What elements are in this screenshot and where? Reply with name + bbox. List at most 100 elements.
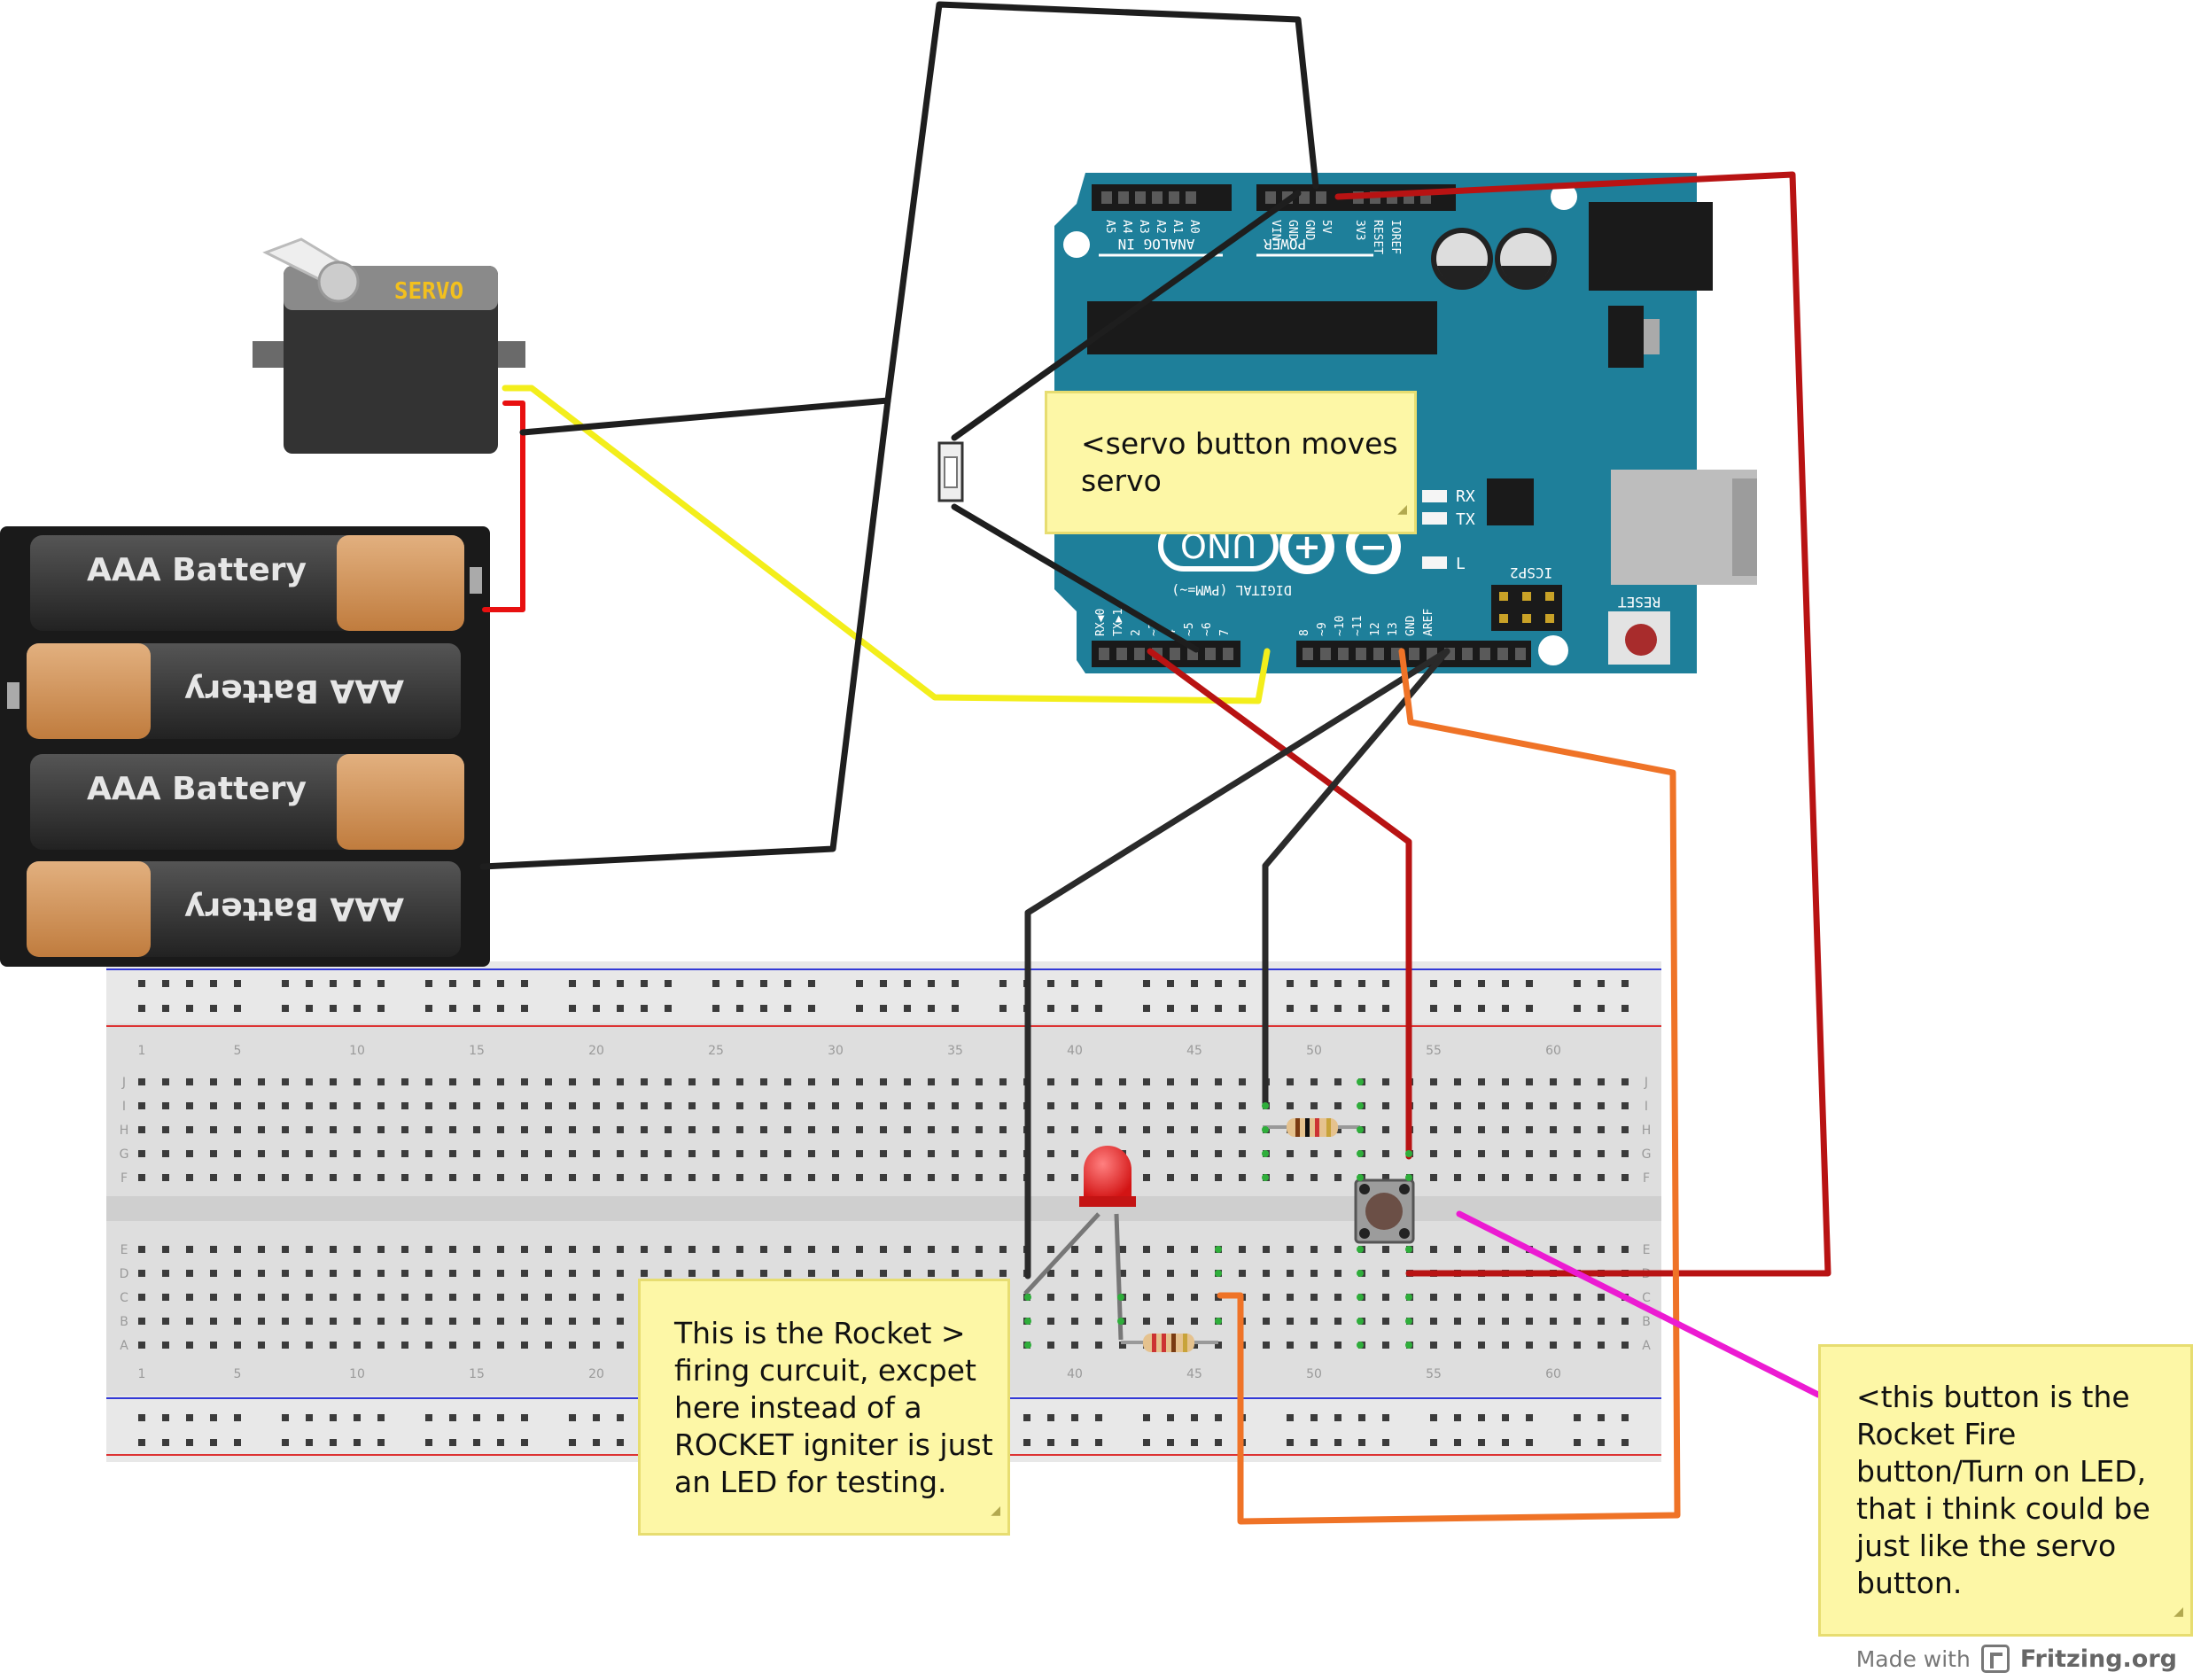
header-pin — [1299, 191, 1310, 204]
header-pin-label: TX▶1 — [1112, 609, 1125, 636]
battery-cell-2: AAA Battery — [27, 643, 461, 739]
column-number: 40 — [1067, 1044, 1083, 1058]
battery-label: AAA Battery — [87, 771, 307, 807]
column-number: 1 — [138, 1044, 146, 1058]
servo-motor: SERVO — [253, 237, 525, 454]
rocket-circuit-note: This is the Rocket > firing curcuit, exc… — [638, 1279, 1010, 1536]
header-pin — [1205, 648, 1216, 660]
header-pin — [1223, 648, 1233, 660]
row-letter: I — [122, 1100, 126, 1114]
header-pin — [1462, 648, 1473, 660]
row-letter: G — [120, 1147, 129, 1162]
resistor-2 — [1121, 1334, 1218, 1352]
servo-button-note: <servo button moves servo ◢ — [1045, 391, 1417, 534]
wire-servo-ground-black — [519, 1, 1319, 436]
resize-grip-icon: ◢ — [991, 1504, 1000, 1518]
row-letter: H — [1642, 1124, 1652, 1138]
battery-cell-1: AAA Battery — [30, 535, 464, 631]
header-pin-label: A0 — [1187, 220, 1201, 234]
column-number: 50 — [1306, 1044, 1322, 1058]
breadboard-column-numbers: 1155101015152020252530303535404045455050… — [138, 1044, 1561, 1381]
header-pin-label: AREF — [1422, 609, 1435, 636]
fritzing-brand-link[interactable]: Fritzing.org — [2019, 1645, 2177, 1673]
row-letter: F — [121, 1171, 128, 1186]
wire-servo-button-bottom — [951, 503, 1200, 653]
header-pin-label: A5 — [1103, 220, 1116, 234]
l-label: L — [1456, 555, 1466, 573]
rocket-fire-button-note: <this button is the Rocket Fire button/T… — [1818, 1344, 2193, 1637]
header-pin — [1135, 191, 1146, 204]
column-number: 45 — [1186, 1044, 1202, 1058]
header-pin-label: 7 — [1218, 629, 1232, 636]
note-text: <this button is the Rocket Fire button/T… — [1856, 1380, 2150, 1600]
header-pin — [1152, 191, 1163, 204]
header-pin-label: 12 — [1369, 622, 1382, 636]
wire-servo-button-top — [951, 190, 1302, 441]
column-number: 15 — [469, 1367, 485, 1381]
column-number: 50 — [1306, 1367, 1322, 1381]
battery-cell-4: AAA Battery — [27, 861, 461, 957]
row-letter: D — [120, 1267, 129, 1281]
note-text: This is the Rocket > firing curcuit, exc… — [674, 1316, 993, 1499]
header-pin-label: GND — [1404, 615, 1418, 636]
rocket-fire-pushbutton[interactable] — [1354, 1178, 1415, 1244]
header-pin — [1480, 648, 1490, 660]
column-number: 45 — [1186, 1367, 1202, 1381]
battery-label: AAA Battery — [184, 673, 404, 709]
column-number: 20 — [588, 1044, 604, 1058]
header-pin — [1338, 648, 1349, 660]
battery-label: AAA Battery — [87, 552, 307, 588]
header-pin — [1116, 648, 1127, 660]
header-pin — [1409, 648, 1419, 660]
tx-label: TX — [1456, 510, 1475, 529]
header-pin — [1118, 191, 1129, 204]
resistor-1 — [1263, 1118, 1360, 1137]
header-pin — [1497, 648, 1508, 660]
header-pin-label: ~10 — [1334, 616, 1347, 636]
column-number: 20 — [588, 1367, 604, 1381]
header-pin — [1186, 191, 1196, 204]
breadboard-holes — [138, 980, 1629, 1446]
header-pin — [1101, 191, 1112, 204]
header-pin — [1265, 191, 1276, 204]
wire-servo-signal-yellow — [502, 385, 1271, 704]
battery-label: AAA Battery — [184, 891, 404, 927]
digital-label: DIGITAL (PWM=~) — [1171, 582, 1291, 598]
header-pin — [1099, 648, 1109, 660]
row-letter: E — [1643, 1243, 1651, 1257]
column-number: 1 — [138, 1367, 146, 1381]
row-letter: I — [1645, 1100, 1648, 1114]
servo-pushbutton[interactable] — [937, 441, 964, 502]
pointer-pink — [1456, 1210, 1822, 1398]
red-led — [1023, 1146, 1136, 1341]
column-number: 5 — [234, 1367, 242, 1381]
row-letter: J — [121, 1076, 126, 1090]
column-number: 60 — [1545, 1367, 1561, 1381]
battery-pack: AAA Battery AAA Battery AAA Battery AAA … — [0, 526, 490, 967]
row-letter: A — [120, 1339, 128, 1353]
servo-label: SERVO — [394, 278, 463, 305]
column-number: 15 — [469, 1044, 485, 1058]
resize-grip-icon: ◢ — [2174, 1605, 2183, 1619]
column-number: 25 — [708, 1044, 724, 1058]
row-letter: C — [120, 1291, 128, 1305]
wire-pin12-orange — [1217, 648, 1681, 1525]
column-number: 40 — [1067, 1367, 1083, 1381]
header-pin-label: RX◀0 — [1094, 609, 1108, 636]
wire-battery-red — [482, 401, 525, 612]
header-pin-label: 13 — [1387, 622, 1400, 636]
row-letter: H — [120, 1124, 129, 1138]
power-label: POWER — [1264, 236, 1307, 253]
header-pin-label: ~11 — [1351, 616, 1365, 636]
note-text: <servo button moves servo — [1081, 426, 1398, 498]
header-pin — [1303, 648, 1313, 660]
header-pin — [1356, 648, 1366, 660]
header-pin — [1373, 648, 1384, 660]
header-pin — [1515, 648, 1526, 660]
column-number: 30 — [828, 1044, 844, 1058]
wire-gnd-black-1 — [1024, 648, 1450, 1279]
resize-grip-icon: ◢ — [1397, 502, 1407, 517]
header-pin-label: GND — [1303, 220, 1316, 241]
